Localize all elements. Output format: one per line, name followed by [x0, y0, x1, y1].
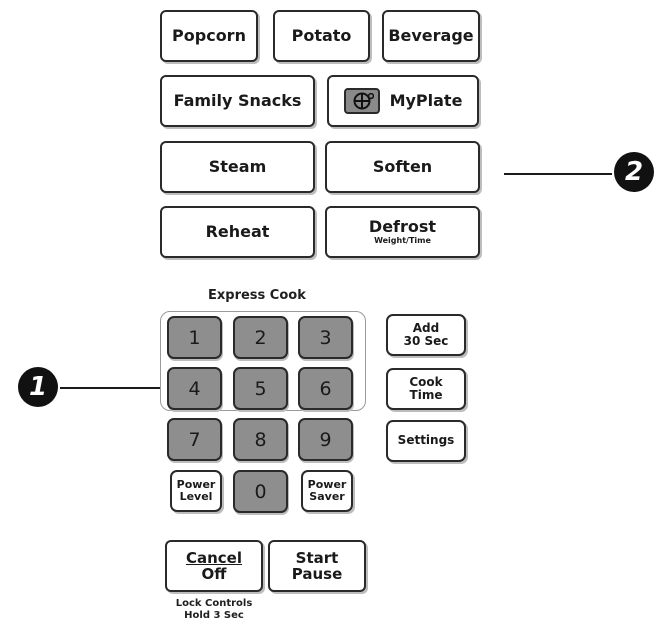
start-label: Start	[295, 548, 339, 567]
pause-label: Pause	[291, 565, 343, 583]
key-7[interactable]: 7	[167, 418, 222, 461]
steam-label: Steam	[208, 157, 267, 177]
cook-time-line2: Time	[409, 388, 443, 402]
key-3[interactable]: 3	[298, 316, 353, 359]
add-label: Add	[412, 320, 440, 335]
settings-label: Settings	[397, 433, 455, 448]
start-pause-button[interactable]: Start Pause	[268, 540, 366, 592]
myplate-button[interactable]: MyPlate	[327, 75, 479, 127]
family-snacks-label: Family Snacks	[173, 91, 302, 111]
power-level-line1: Power	[176, 477, 216, 491]
soften-button[interactable]: Soften	[325, 141, 480, 193]
cook-time-line1: Cook	[409, 374, 443, 389]
beverage-button[interactable]: Beverage	[382, 10, 480, 62]
add-sub-label: 30 Sec	[403, 334, 449, 348]
cancel-label: Cancel	[185, 548, 242, 567]
reheat-button[interactable]: Reheat	[160, 206, 315, 258]
popcorn-button[interactable]: Popcorn	[160, 10, 258, 62]
key-9[interactable]: 9	[298, 418, 353, 461]
settings-button[interactable]: Settings	[386, 420, 466, 462]
reheat-label: Reheat	[205, 222, 270, 242]
express-cook-label: Express Cook	[208, 288, 306, 303]
lock-controls-caption: Lock Controls Hold 3 Sec	[165, 598, 263, 622]
potato-button[interactable]: Potato	[273, 10, 370, 62]
plate-icon	[343, 88, 380, 114]
key-0[interactable]: 0	[233, 470, 288, 513]
soften-label: Soften	[372, 157, 433, 177]
power-level-button[interactable]: Power Level	[170, 470, 222, 512]
callout-two-leader	[504, 173, 612, 175]
callout-one-leader	[60, 387, 160, 389]
power-saver-line1: Power	[307, 477, 347, 491]
defrost-sub-label: Weight/Time	[374, 236, 431, 246]
callout-one: 1	[18, 367, 58, 407]
lock-caption-line2: Hold 3 Sec	[184, 610, 244, 621]
defrost-button[interactable]: Defrost Weight/Time	[325, 206, 480, 258]
myplate-label: MyPlate	[389, 91, 463, 111]
power-saver-line2: Saver	[309, 490, 345, 503]
lock-caption-line1: Lock Controls	[175, 598, 253, 609]
key-8[interactable]: 8	[233, 418, 288, 461]
key-2[interactable]: 2	[233, 316, 288, 359]
add-30-sec-button[interactable]: Add 30 Sec	[386, 314, 466, 356]
power-saver-button[interactable]: Power Saver	[301, 470, 353, 512]
cancel-off-button[interactable]: Cancel Off	[165, 540, 263, 592]
callout-two: 2	[614, 152, 654, 192]
cook-time-button[interactable]: Cook Time	[386, 368, 466, 410]
key-5[interactable]: 5	[233, 367, 288, 410]
off-label: Off	[201, 565, 227, 583]
defrost-label: Defrost	[368, 216, 437, 236]
power-level-line2: Level	[179, 490, 213, 503]
express-cook-group	[160, 311, 366, 411]
key-1[interactable]: 1	[167, 316, 222, 359]
steam-button[interactable]: Steam	[160, 141, 315, 193]
key-6[interactable]: 6	[298, 367, 353, 410]
family-snacks-button[interactable]: Family Snacks	[160, 75, 315, 127]
popcorn-label: Popcorn	[172, 26, 246, 46]
key-4[interactable]: 4	[167, 367, 222, 410]
potato-label: Potato	[291, 26, 352, 46]
beverage-label: Beverage	[388, 26, 474, 46]
